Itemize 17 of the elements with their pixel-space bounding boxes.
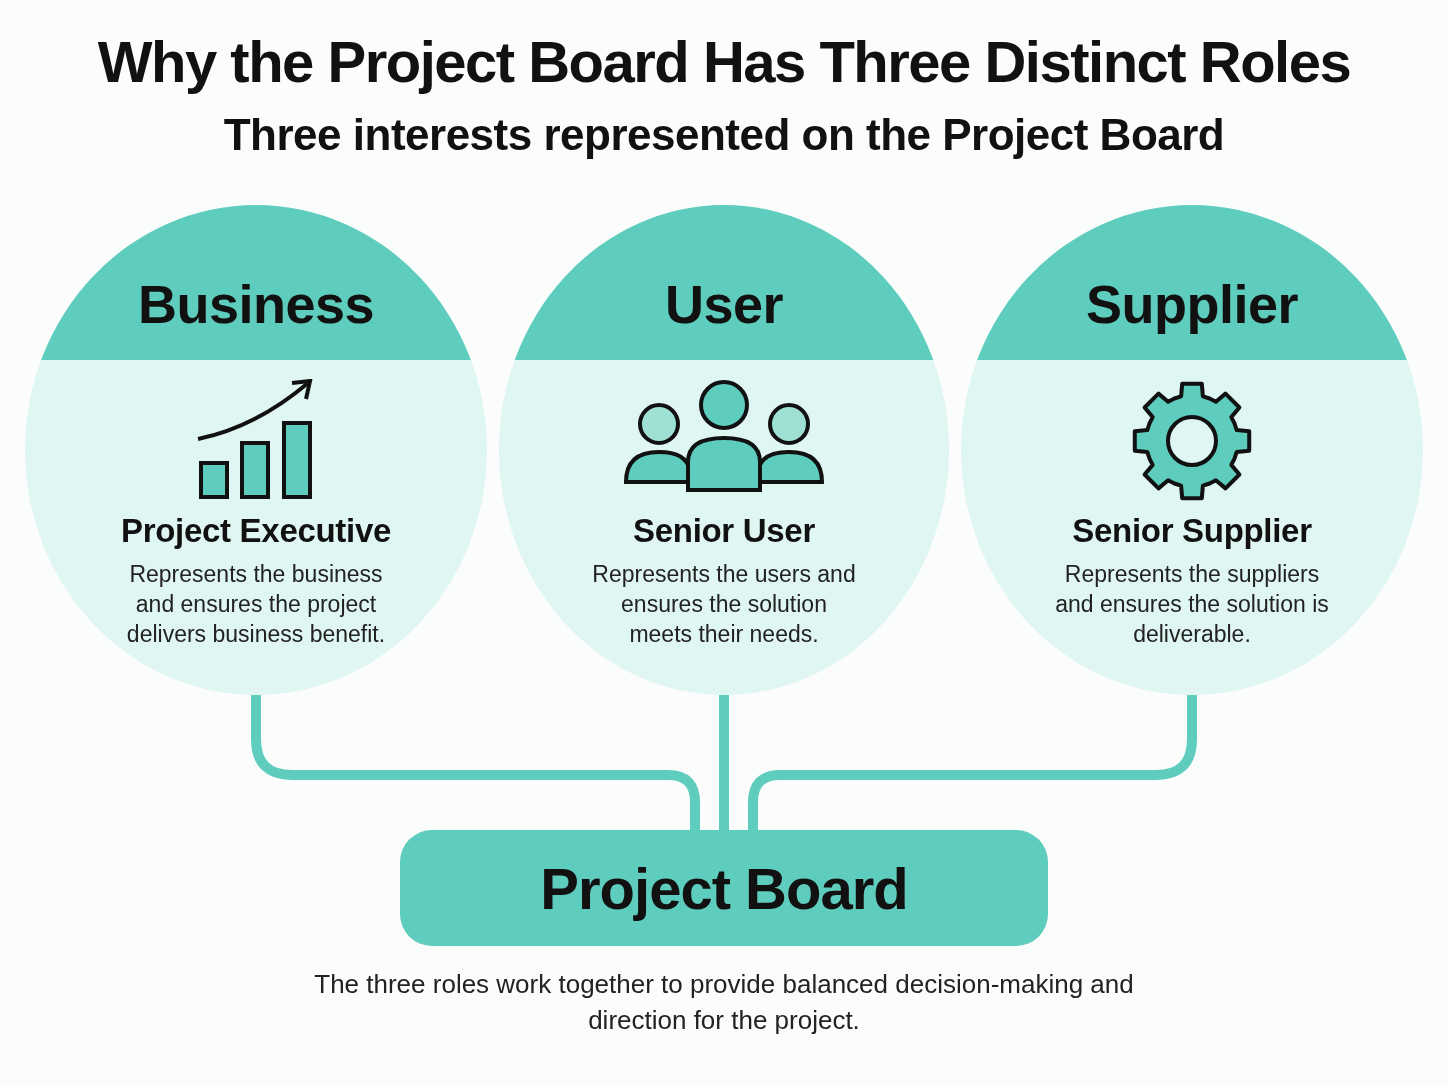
circle-heading: Supplier: [1085, 273, 1299, 335]
connector-line: [251, 695, 700, 830]
role-title: Senior Supplier: [1071, 512, 1313, 550]
role-description: Represents the suppliers and ensures the solution is deliverable.: [1054, 560, 1330, 649]
board-box: [400, 830, 1048, 946]
subtitle: Three interests represented on the Project Board: [222, 110, 1226, 160]
role-title: Project Executive: [119, 512, 392, 550]
role-title: Senior User: [632, 512, 816, 550]
caption: The three roles work together to provide balanced decision-making and direction for the project.: [313, 968, 1135, 1037]
board-title: Project Board: [540, 854, 908, 922]
connector-line: [748, 695, 1197, 830]
title: Why the Project Board Has Three Distinct Roles: [96, 28, 1352, 95]
role-description: Represents the business and ensures the project delivers business benefit.: [125, 560, 387, 649]
circle-heading: Business: [136, 273, 376, 335]
connector-line: [719, 695, 729, 830]
circle-heading: User: [663, 273, 785, 335]
role-description: Represents the users and ensures the solution meets their needs.: [591, 560, 857, 649]
